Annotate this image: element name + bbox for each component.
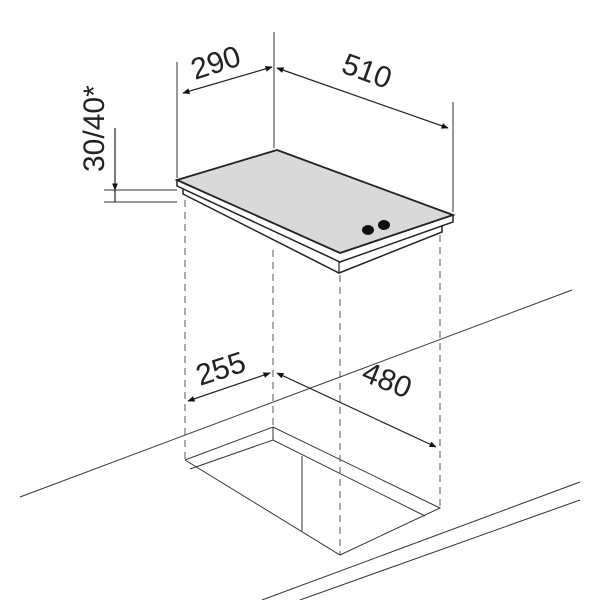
countertop (19, 289, 581, 600)
dimension-label-480: 480 (357, 356, 416, 405)
cutout (184, 426, 442, 556)
control-knob-icon (362, 225, 374, 235)
dimension-arrows (112, 66, 449, 448)
control-knob-icon (378, 220, 390, 230)
dimension-label-510: 510 (338, 48, 396, 96)
dimension-label-255: 255 (192, 346, 250, 393)
hob (174, 149, 456, 274)
projection-lines (184, 200, 441, 555)
dimension-label-290: 290 (187, 40, 245, 87)
dimension-label-30-40: 30/40* (78, 85, 111, 172)
